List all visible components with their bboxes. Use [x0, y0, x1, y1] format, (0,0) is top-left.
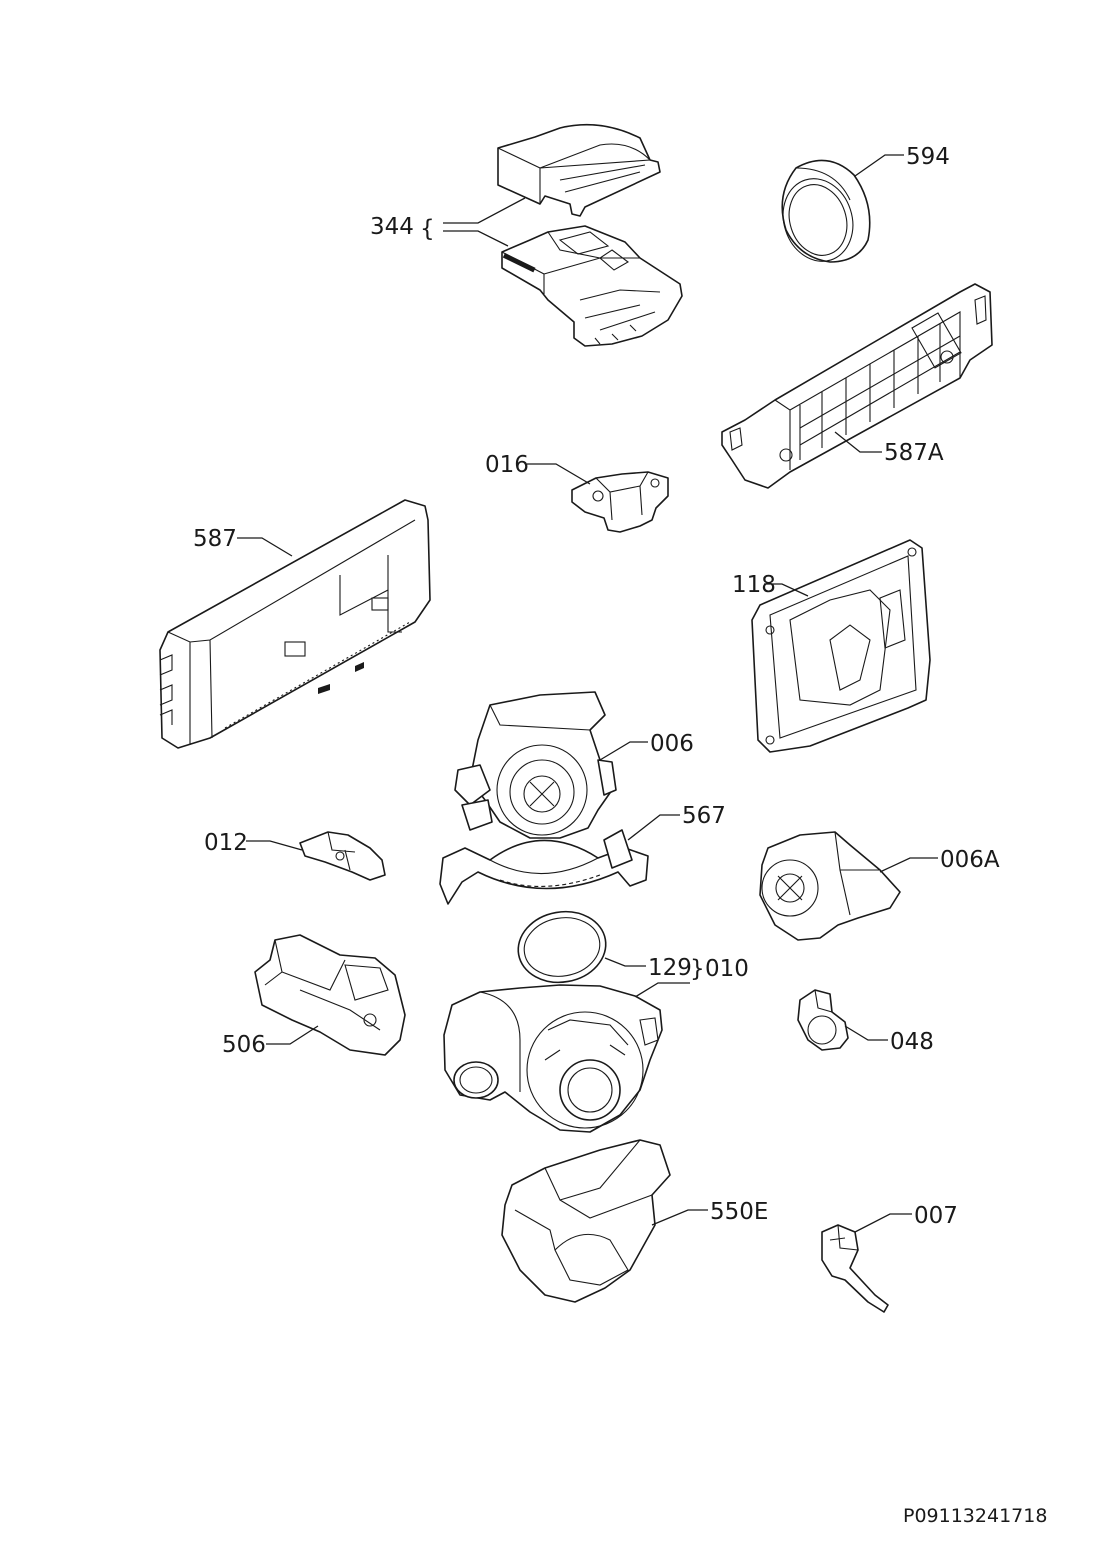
- part-048-pressure-switch[interactable]: [797, 989, 849, 1051]
- part-129-gasket[interactable]: [513, 905, 612, 989]
- label-006a: 006A: [940, 847, 1000, 873]
- label-587: 587: [193, 526, 237, 552]
- label-344: 344: [370, 214, 414, 240]
- callout-118: 118: [732, 572, 809, 598]
- part-010-heat-pump[interactable]: [443, 984, 663, 1133]
- part-587-control-box[interactable]: [159, 499, 431, 749]
- part-007-lever[interactable]: [821, 1224, 889, 1313]
- part-506-base[interactable]: [254, 934, 406, 1056]
- callout-006a: 006A: [879, 847, 1000, 873]
- label-587a: 587A: [884, 440, 944, 466]
- part-016-switch[interactable]: [571, 471, 669, 533]
- label-550e: 550E: [710, 1199, 768, 1225]
- label-006: 006: [650, 731, 694, 757]
- label-506: 506: [222, 1032, 266, 1058]
- part-594-ring[interactable]: [773, 159, 871, 270]
- callout-007: 007: [854, 1203, 958, 1233]
- label-594: 594: [906, 144, 950, 170]
- callout-006: 006: [599, 731, 694, 761]
- diagram-reference-code: P09113241718: [903, 1505, 1047, 1527]
- part-006a-drain-pump[interactable]: [759, 831, 901, 941]
- callout-587a: 587A: [834, 431, 944, 466]
- label-048: 048: [890, 1029, 934, 1055]
- callout-567: 567: [627, 803, 726, 841]
- brace-010: }: [690, 956, 705, 982]
- part-344-module[interactable]: [497, 123, 683, 347]
- callout-048: 048: [844, 1025, 934, 1055]
- callout-587: 587: [193, 526, 293, 557]
- callout-344: 344 {: [370, 197, 526, 247]
- part-012-sensor[interactable]: [299, 831, 386, 881]
- part-006-pump-motor[interactable]: [454, 691, 617, 839]
- part-567-bracket[interactable]: [439, 829, 649, 905]
- callout-506: 506: [222, 1025, 319, 1058]
- label-012: 012: [204, 830, 248, 856]
- label-016: 016: [485, 452, 529, 478]
- label-567: 567: [682, 803, 726, 829]
- brace-344: {: [420, 216, 435, 242]
- callout-129-010: 129 } 010: [604, 955, 749, 1006]
- label-129: 129: [648, 955, 692, 981]
- callout-016: 016: [485, 452, 591, 485]
- callout-012: 012: [204, 830, 303, 856]
- part-587a-frame[interactable]: [721, 283, 993, 489]
- part-118-dispenser[interactable]: [751, 539, 931, 753]
- part-550e-cover[interactable]: [501, 1139, 671, 1303]
- label-007: 007: [914, 1203, 958, 1229]
- label-010: 010: [705, 956, 749, 982]
- callout-550e: 550E: [651, 1199, 768, 1226]
- label-118: 118: [732, 572, 776, 598]
- callout-594: 594: [854, 144, 950, 177]
